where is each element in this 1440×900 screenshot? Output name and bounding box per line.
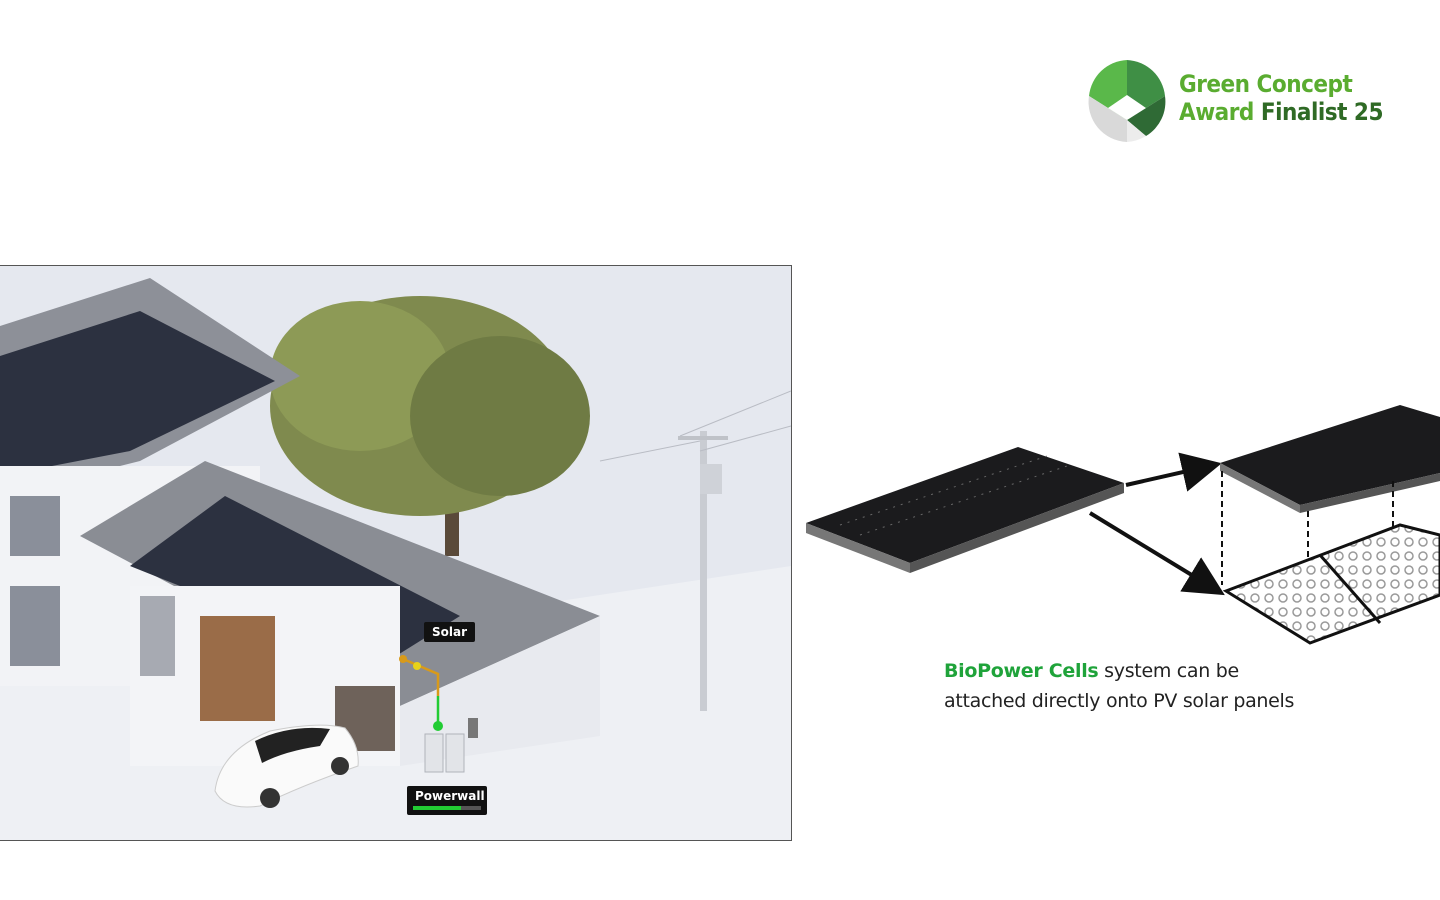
caption-line1: system can be bbox=[1098, 660, 1239, 682]
solar-label: Solar bbox=[424, 622, 476, 642]
powerwall-label: Powerwall bbox=[407, 786, 487, 815]
biopower-attachment-diagram bbox=[800, 395, 1440, 655]
logo-award: Award bbox=[1179, 98, 1254, 126]
caption-line2: attached directly onto PV solar panels bbox=[944, 690, 1295, 712]
powerwall-charge-bar bbox=[413, 806, 481, 810]
powerwall-label-text: Powerwall bbox=[415, 789, 485, 803]
powerwall-charge-fill bbox=[413, 806, 461, 810]
logo-line1: Green Concept bbox=[1179, 70, 1353, 98]
award-emblem-icon bbox=[1088, 60, 1166, 142]
green-concept-award-logo: Green Concept Award Finalist 25 bbox=[1086, 58, 1386, 146]
solar-house-illustration: Solar Powerwall bbox=[0, 265, 792, 841]
caption-highlight: BioPower Cells bbox=[944, 660, 1099, 682]
caption: BioPower Cells system can be attached di… bbox=[944, 656, 1294, 716]
logo-finalist: Finalist 25 bbox=[1260, 98, 1384, 126]
